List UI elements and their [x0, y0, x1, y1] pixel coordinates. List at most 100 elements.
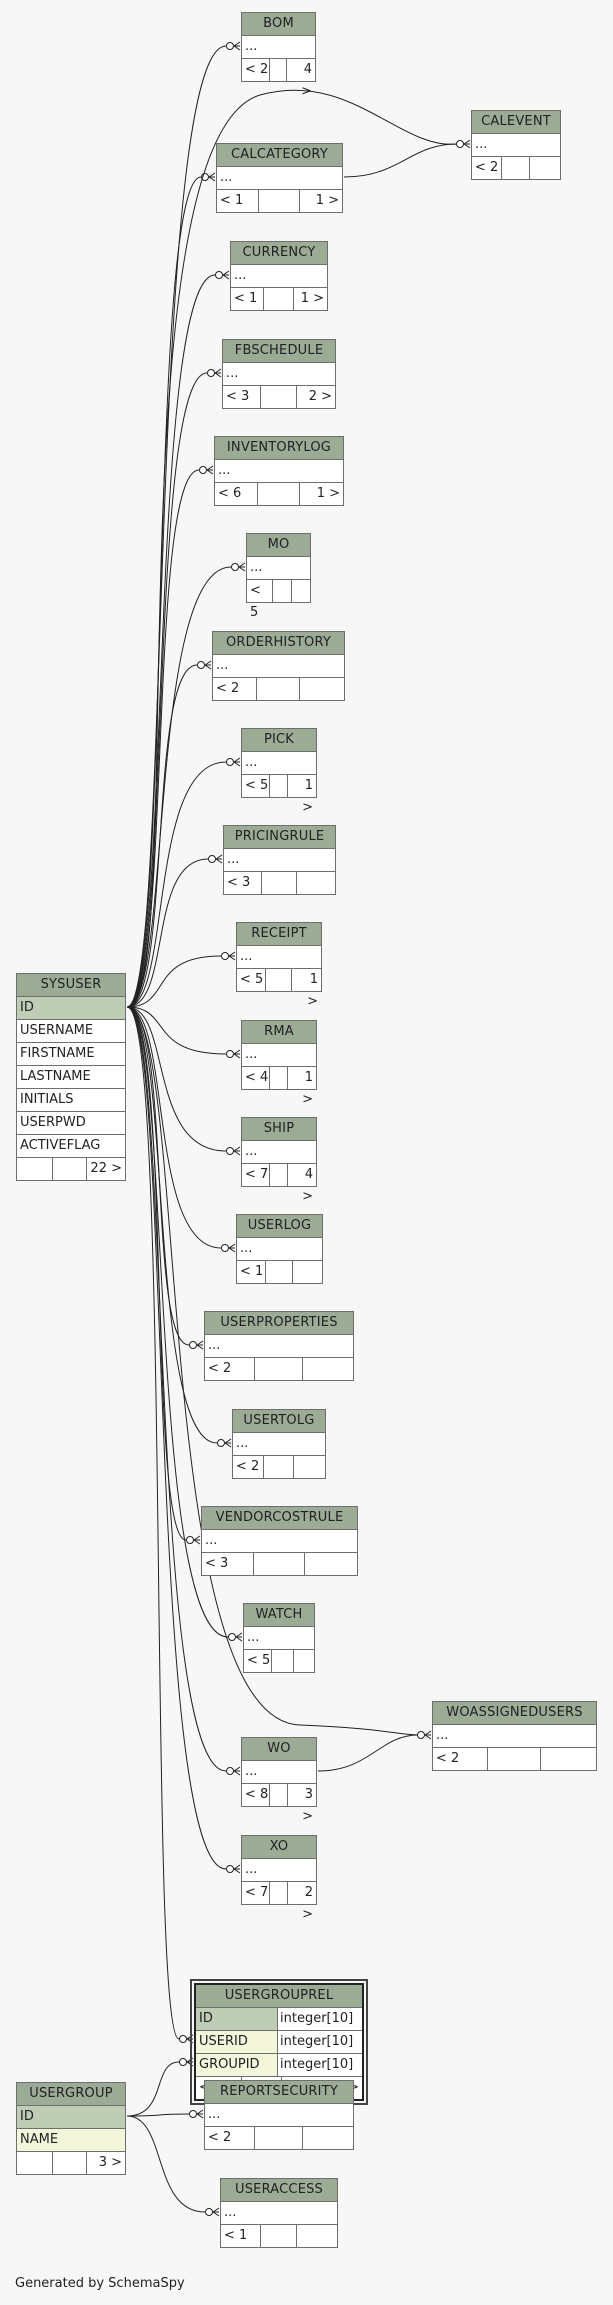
fk-line-mo	[126, 566, 232, 1008]
fk-line-calevent-sysuser	[126, 89, 458, 1008]
table-header[interactable]: USERACCESS	[221, 2179, 337, 2202]
table-header[interactable]: USERGROUPREL	[196, 1985, 362, 2008]
column-row: NAME	[17, 2129, 125, 2152]
crowfoot-calevent-sysuser	[456, 139, 471, 149]
column-row: USERNAME	[17, 1020, 125, 1043]
counts-row: < 1	[237, 1261, 322, 1283]
column-row: ID	[17, 2106, 125, 2129]
table-pricingrule[interactable]: PRICINGRULE ... < 3	[223, 825, 336, 895]
table-usergroup[interactable]: USERGROUP ID NAME 3 >	[16, 2082, 126, 2175]
table-header[interactable]: RECEIPT	[237, 923, 321, 946]
table-header[interactable]: SYSUSER	[17, 974, 125, 997]
fk-line-usergrouprel-userid	[126, 1006, 180, 2040]
column-row: ...	[213, 655, 344, 678]
crowfoot-userproperties	[189, 1340, 204, 1350]
table-userproperties[interactable]: USERPROPERTIES ... < 2	[204, 1311, 354, 1381]
table-header[interactable]: XO	[242, 1836, 316, 1859]
table-header[interactable]: MO	[247, 534, 310, 557]
table-header[interactable]: WOASSIGNEDUSERS	[433, 1702, 596, 1725]
table-header[interactable]: SHIP	[242, 1118, 316, 1141]
table-watch[interactable]: WATCH ... < 5	[243, 1603, 315, 1673]
table-header[interactable]: REPORTSECURITY	[205, 2081, 353, 2104]
crowfoot-vendorcostrule	[186, 1535, 201, 1545]
column-row: ...	[205, 2104, 353, 2127]
column-row: USERPWD	[17, 1112, 125, 1135]
crowfoot-usertolg	[217, 1438, 232, 1448]
column-row: ...	[231, 265, 327, 288]
table-calevent[interactable]: CALEVENT ... < 2	[471, 110, 561, 180]
table-header[interactable]: CALEVENT	[472, 111, 560, 134]
table-header[interactable]: USERGROUP	[17, 2083, 125, 2106]
table-header[interactable]: ORDERHISTORY	[213, 632, 344, 655]
column-row: ...	[242, 1141, 316, 1164]
column-row: ...	[242, 1761, 316, 1784]
column-row: ...	[205, 1335, 353, 1358]
table-header[interactable]: VENDORCOSTRULE	[202, 1507, 357, 1530]
counts-row: < 5	[247, 580, 310, 620]
fk-line-bom	[126, 45, 227, 1008]
column-row: ...	[217, 167, 342, 190]
table-header[interactable]: USERPROPERTIES	[205, 1312, 353, 1335]
table-header[interactable]: USERTOLG	[233, 1410, 325, 1433]
fk-line-woassignedusers-wo	[317, 1734, 419, 1772]
crowfoot-rma	[226, 1049, 241, 1059]
counts-row: < 5	[244, 1650, 314, 1672]
table-header[interactable]: PRICINGRULE	[224, 826, 335, 849]
table-usertolg[interactable]: USERTOLG ... < 2	[232, 1409, 326, 1479]
column-row: ...	[233, 1433, 325, 1456]
counts-row: < 2	[205, 2127, 353, 2149]
table-reportsecurity[interactable]: REPORTSECURITY ... < 2	[204, 2080, 354, 2150]
fk-line-userlog	[126, 1006, 222, 1249]
table-header[interactable]: PICK	[242, 729, 316, 752]
column-row: ...	[221, 2202, 337, 2225]
table-sysuser[interactable]: SYSUSER ID USERNAME FIRSTNAME LASTNAME I…	[16, 973, 126, 1181]
table-header[interactable]: USERLOG	[237, 1215, 322, 1238]
fk-line-inventorylog	[126, 469, 200, 1008]
crowfoot-xo	[226, 1864, 241, 1874]
column-row: ...	[237, 1238, 322, 1261]
column-row: ...	[215, 460, 343, 483]
table-header[interactable]: FBSCHEDULE	[223, 340, 335, 363]
table-userlog[interactable]: USERLOG ... < 1	[236, 1214, 323, 1284]
table-vendorcostrule[interactable]: VENDORCOSTRULE ... < 3	[201, 1506, 358, 1576]
fk-line-receipt	[126, 955, 222, 1008]
table-header[interactable]: CURRENCY	[231, 242, 327, 265]
crowfoot-orderhistory	[197, 660, 212, 670]
column-row: ...	[244, 1627, 314, 1650]
crowfoot-useraccess	[205, 2207, 220, 2217]
table-header[interactable]: CALCATEGORY	[217, 144, 342, 167]
table-mo[interactable]: MO ... < 5	[246, 533, 311, 620]
table-woassignedusers[interactable]: WOASSIGNEDUSERS ... < 2	[432, 1701, 597, 1771]
table-header[interactable]: WATCH	[244, 1604, 314, 1627]
table-header[interactable]: RMA	[242, 1021, 316, 1044]
table-header[interactable]: BOM	[242, 13, 315, 36]
table-header[interactable]: INVENTORYLOG	[215, 437, 343, 460]
crowfoot-wo	[226, 1766, 241, 1776]
crowfoot-userlog	[221, 1243, 236, 1253]
fk-line-xo	[126, 1006, 227, 1870]
crowfoot-pricingrule	[208, 854, 223, 864]
table-orderhistory[interactable]: ORDERHISTORY ... < 2	[212, 631, 345, 701]
crowfoot-reportsecurity	[189, 2109, 204, 2119]
crowfoot-inventorylog	[199, 465, 214, 475]
table-useraccess[interactable]: USERACCESS ... < 1	[220, 2178, 338, 2248]
table-header[interactable]: WO	[242, 1738, 316, 1761]
